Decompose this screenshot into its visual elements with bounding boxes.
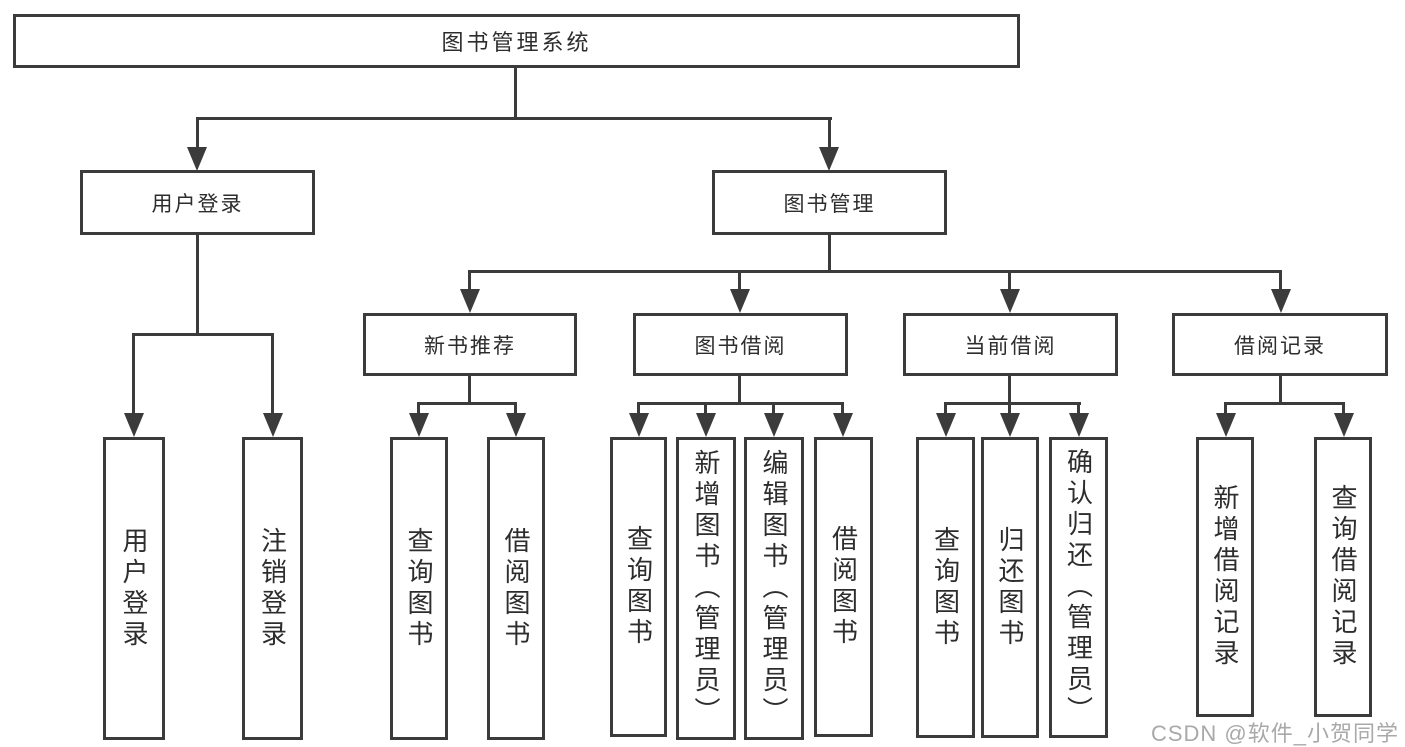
leaf-query-books-recommend-label: 查询图书 [404,526,434,651]
connector-leaf-stem [841,405,844,415]
node-user-login-label: 用户登录 [151,192,244,216]
connector-level3-stem [1008,273,1011,291]
node-new-book-recommend: 新书推荐 [363,313,577,376]
connector-recommend-down [468,376,471,405]
node-book-borrow: 图书借阅 [633,313,848,376]
connector-recommend-rail [417,402,517,405]
arrowhead-down-icon [696,413,716,437]
leaf-query-borrow-record-label: 查询借阅记录 [1328,484,1358,670]
leaf-logout: 注销登录 [242,437,303,740]
leaf-query-books-borrow-label: 查询图书 [623,525,654,649]
leaf-confirm-return-admin: 确认归还（管理员） [1049,437,1108,738]
connector-records-rail [1224,402,1345,405]
connector-borrow-rail [637,402,844,405]
arrowhead-down-icon [730,289,750,313]
connector-leaf-stem [417,405,420,415]
leaf-query-books-recommend: 查询图书 [390,437,448,740]
node-current-borrow: 当前借阅 [903,313,1118,376]
connector-leaf-stem [132,336,135,414]
leaf-confirm-return-admin-label: 确认归还（管理员） [1063,448,1094,727]
connector-book-management-stem [828,120,831,150]
leaf-query-borrow-record: 查询借阅记录 [1314,437,1372,717]
node-borrow-records: 借阅记录 [1172,313,1388,376]
arrowhead-down-icon [460,289,480,313]
connector-leaf-stem [772,405,775,415]
leaf-return-book: 归还图书 [981,437,1039,738]
leaf-add-book-admin-label: 新增图书（管理员） [691,449,721,728]
connector-records-down [1279,376,1282,405]
node-current-borrow-label: 当前借阅 [964,334,1057,358]
connector-leaf-stem [514,405,517,415]
leaf-query-books-current-label: 查询图书 [930,525,961,650]
arrowhead-down-icon [629,413,649,437]
arrowhead-down-icon [1271,289,1291,313]
connector-leaf-stem [1077,405,1080,415]
leaf-user-login: 用户登录 [103,437,165,740]
leaf-edit-book-admin-label: 编辑图书（管理员） [759,449,789,728]
connector-root-stem [514,68,517,120]
connector-user-login-rail [132,333,274,336]
arrowhead-down-icon [833,413,853,437]
connector-leaf-stem [1008,405,1011,415]
leaf-borrow-books-recommend: 借阅图书 [487,437,545,740]
arrowhead-down-icon [936,413,956,437]
arrowhead-down-icon [263,413,283,437]
connector-leaf-stem [1224,405,1227,415]
arrowhead-down-icon [1216,413,1236,437]
arrowhead-down-icon [1000,289,1020,313]
leaf-add-borrow-record-label: 新增借阅记录 [1210,484,1240,670]
connector-leaf-stem [1342,405,1345,415]
leaf-borrow-books-2-label: 借阅图书 [828,525,859,649]
node-borrow-records-label: 借阅记录 [1234,334,1326,358]
arrowhead-down-icon [819,147,839,171]
arrowhead-down-icon [1000,413,1020,437]
node-book-management-label: 图书管理 [783,192,876,216]
connector-book-management-down [828,235,831,273]
connector-leaf-stem [704,405,707,415]
node-new-book-recommend-label: 新书推荐 [424,334,516,358]
connector-current-down [1008,376,1011,405]
arrowhead-down-icon [506,413,526,437]
arrowhead-down-icon [1334,413,1354,437]
node-root-label: 图书管理系统 [441,30,592,55]
arrowhead-down-icon [187,147,207,171]
arrowhead-down-icon [409,413,429,437]
leaf-edit-book-admin: 编辑图书（管理员） [744,437,804,740]
connector-level3-stem [1279,273,1282,291]
leaf-add-book-admin: 新增图书（管理员） [676,437,736,740]
node-root: 图书管理系统 [13,14,1020,68]
node-book-borrow-label: 图书借阅 [694,334,787,358]
connector-level3-stem [738,273,741,291]
connector-borrow-down [738,376,741,405]
leaf-borrow-books-recommend-label: 借阅图书 [501,526,531,651]
connector-root-rail [196,117,832,120]
connector-leaf-stem [271,336,274,414]
leaf-query-books-borrow: 查询图书 [610,437,667,737]
leaf-logout-label: 注销登录 [257,526,288,651]
leaf-return-book-label: 归还图书 [995,525,1025,650]
leaf-add-borrow-record: 新增借阅记录 [1196,437,1254,717]
arrowhead-down-icon [1069,413,1089,437]
connector-user-login-stem [196,120,199,150]
connector-current-rail [944,402,1081,405]
csdn-watermark: CSDN @软件_小贺同学 [1150,721,1399,746]
connector-level3-stem [468,273,471,291]
connector-leaf-stem [944,405,947,415]
connector-user-login-down [196,235,199,335]
arrowhead-down-icon [124,413,144,437]
leaf-borrow-books-2: 借阅图书 [814,437,873,737]
leaf-query-books-current: 查询图书 [916,437,975,738]
connector-leaf-stem [637,405,640,415]
node-book-management: 图书管理 [712,170,947,235]
node-user-login: 用户登录 [80,170,315,235]
connector-book-management-rail [468,270,1282,273]
leaf-user-login-label: 用户登录 [119,526,149,651]
arrowhead-down-icon [764,413,784,437]
